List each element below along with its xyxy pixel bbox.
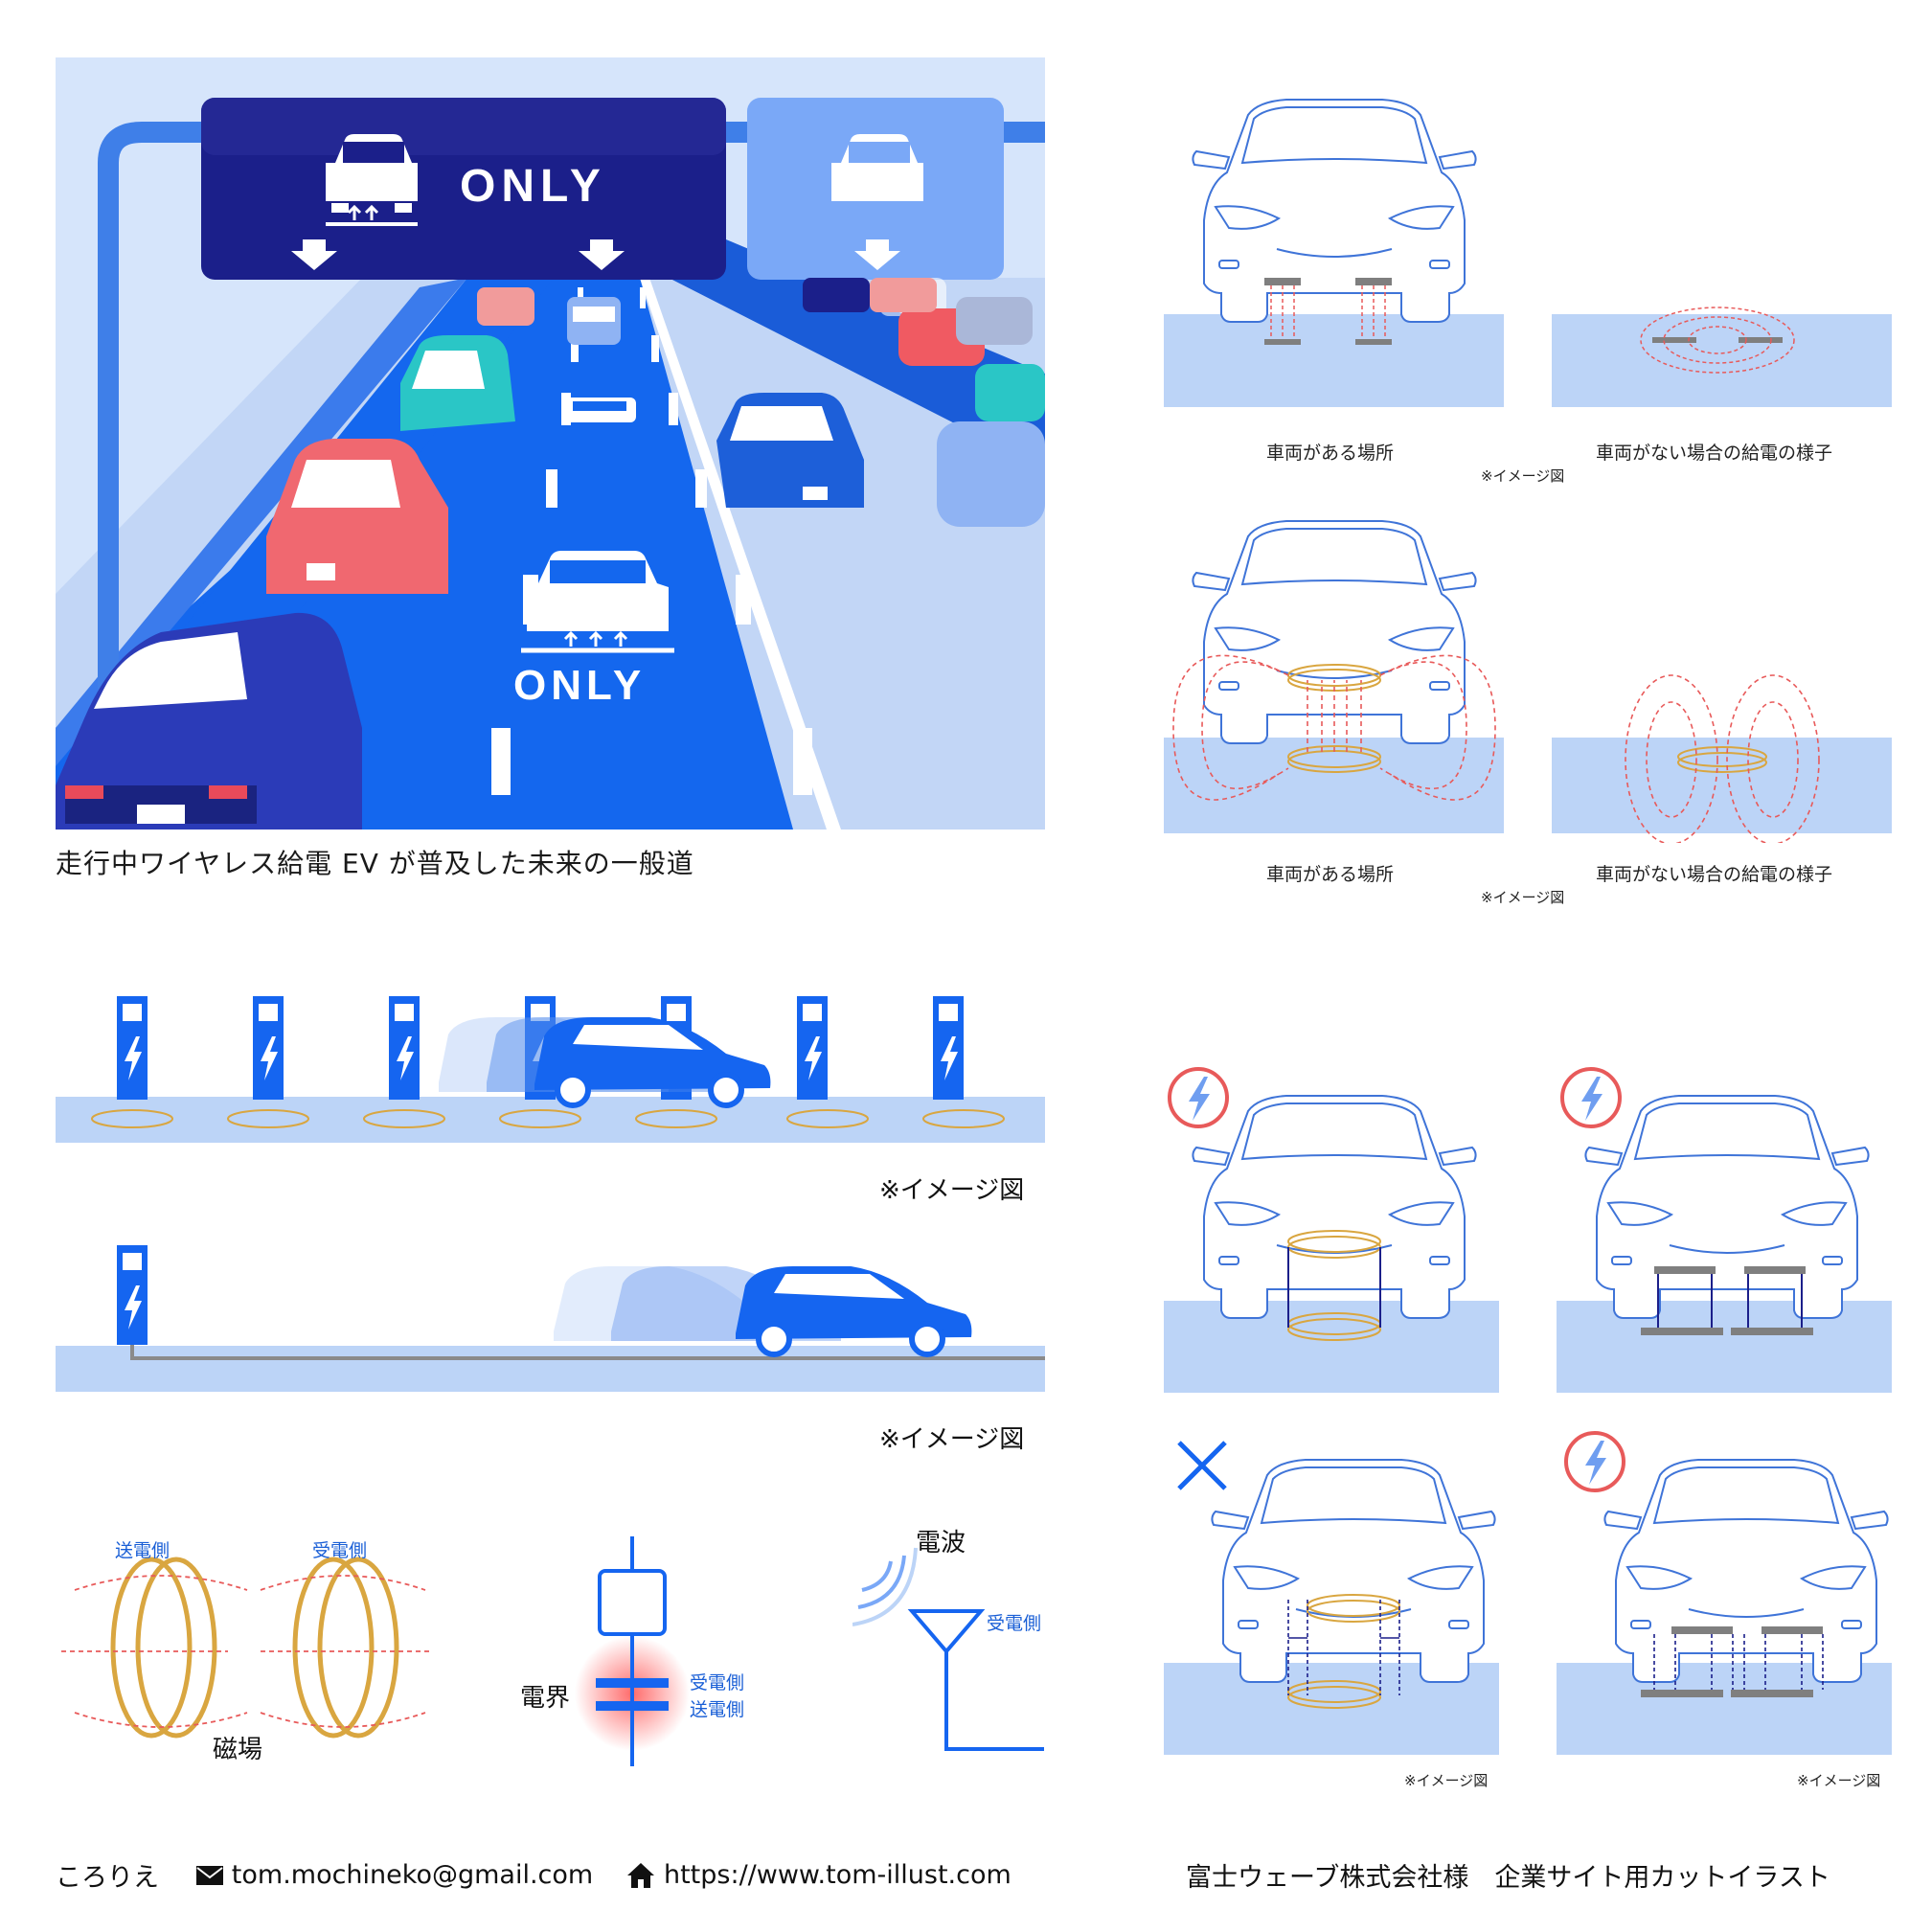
home-icon [626,1862,655,1889]
highway-caption: 走行中ワイヤレス給電 EV が普及した未来の一般道 [56,848,694,879]
navy-car [56,612,362,830]
image-note-row-2: ※イメージ図 [1481,889,1565,906]
mail-icon [196,1865,224,1885]
blue-car-right [716,393,864,508]
teal-car [400,335,515,431]
image-note-row-1: ※イメージ図 [1481,467,1565,485]
field-diagram-row-1 [1164,96,1892,412]
caption-without-vehicle-2: 車両がない場合の給電の様子 [1596,864,1833,885]
radio-receiver-label: 受電側 [987,1613,1042,1634]
client-credit: 富士ウェーブ株式会社様 企業サイト用カットイラスト [1186,1863,1830,1893]
author-name: ころりえ [56,1863,159,1893]
email-link[interactable]: tom.mochineko@gmail.com [231,1860,594,1890]
car-panel-grid [1164,1063,1892,1782]
magnetic-title: 磁場 [213,1736,263,1764]
footer-contact: ころりえ tom.mochineko@gmail.com https://www… [56,1856,1011,1894]
radio-method-diagram [852,1533,1044,1762]
red-car [266,439,448,594]
caption-with-vehicle-2: 車両がある場所 [1266,864,1395,885]
image-note-single-charger: ※イメージ図 [879,1425,1025,1454]
car-panel-note-left: ※イメージ図 [1404,1772,1489,1789]
road-chargers-illustration [56,996,1045,1149]
magnetic-sender-label: 送電側 [115,1540,170,1561]
electric-method-diagram [536,1536,757,1766]
electric-title: 電界 [520,1684,571,1713]
car-panel-note-right: ※イメージ図 [1797,1772,1881,1789]
radio-title: 電波 [916,1529,966,1557]
image-note-chargers: ※イメージ図 [879,1176,1025,1205]
road-only-text: ONLY [513,662,646,709]
single-charger-illustration [56,1245,1045,1394]
magnetic-receiver-label: 受電側 [312,1540,368,1561]
magnetic-method-diagram [56,1533,439,1762]
electric-sender-label: 送電側 [690,1699,745,1720]
website-link[interactable]: https://www.tom-illust.com [663,1860,1011,1890]
field-diagram-row-2 [1164,517,1892,843]
caption-without-vehicle-1: 車両がない場合の給電の様子 [1596,443,1833,464]
sign-only-text: ONLY [460,161,606,212]
caption-with-vehicle-1: 車両がある場所 [1266,443,1395,464]
highway-illustration: ONLY ONLY [56,57,1045,830]
electric-receiver-label: 受電側 [690,1672,745,1693]
